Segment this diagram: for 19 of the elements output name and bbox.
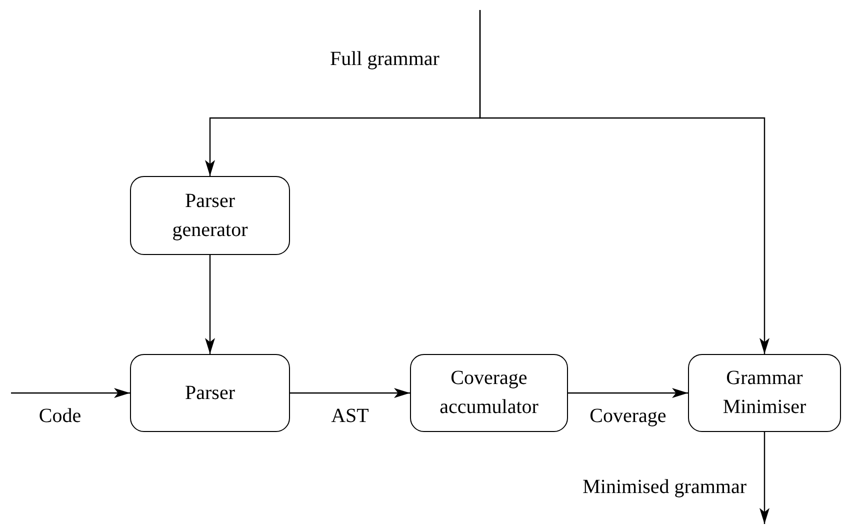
arrow bbox=[11, 388, 130, 398]
edge-label: AST bbox=[331, 405, 369, 428]
box-label: Parser bbox=[185, 380, 235, 406]
arrow bbox=[760, 432, 770, 524]
arrow bbox=[290, 388, 410, 398]
edge-label: Code bbox=[38, 405, 82, 428]
edge-label: Full grammar bbox=[330, 48, 440, 71]
arrow bbox=[568, 388, 688, 398]
box-label: Coverage accumulator bbox=[438, 366, 540, 420]
process-box bbox=[130, 176, 290, 255]
arrow bbox=[479, 10, 770, 354]
process-box bbox=[130, 354, 290, 432]
arrow bbox=[205, 255, 215, 354]
box-label: Parser generator bbox=[171, 188, 249, 242]
process-box bbox=[688, 354, 841, 432]
edge-label: Minimised grammar bbox=[582, 476, 746, 499]
process-box bbox=[410, 354, 568, 432]
edge-label: Coverage bbox=[590, 405, 666, 428]
box-label: Grammar Minimiser bbox=[722, 366, 808, 420]
